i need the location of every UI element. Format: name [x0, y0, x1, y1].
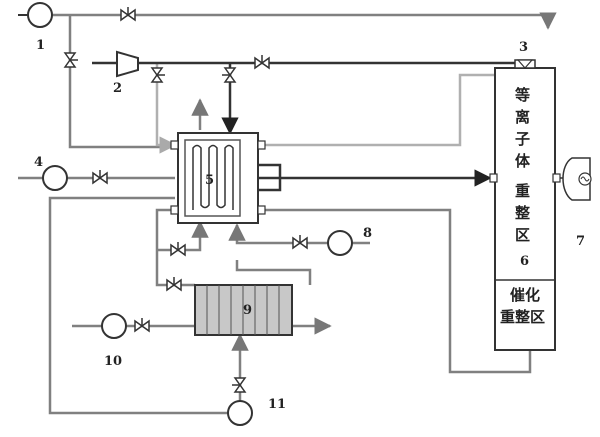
valve-pump4 — [92, 170, 108, 185]
label-5: 5 — [205, 173, 214, 188]
valve-left-vertical — [63, 52, 78, 68]
pipe-hx-inner-out — [240, 163, 282, 192]
valve-pump11 — [232, 377, 247, 393]
valve-compressor-down — [150, 67, 165, 83]
pipe-pump8-feed — [228, 223, 370, 245]
catalytic-zone-line1: 催化 — [510, 286, 540, 304]
pump-10 — [101, 313, 127, 339]
reactor-column-6 — [489, 59, 561, 351]
label-2: 2 — [113, 81, 122, 96]
pipe-hx-to-column-top — [258, 73, 495, 147]
label-4: 4 — [34, 155, 43, 170]
plasma-char: 离 — [515, 108, 530, 126]
valves — [63, 7, 308, 393]
valve-pump10 — [134, 318, 150, 333]
plasma-zone-label: 等 离 子 体 重 整 区 — [515, 86, 531, 244]
pipe-compressor-down — [155, 63, 177, 154]
label-11: 11 — [268, 397, 286, 412]
plasma-char: 子 — [515, 130, 530, 148]
plasma-char: 整 — [515, 204, 530, 222]
label-3: 3 — [519, 40, 528, 55]
label-8: 8 — [363, 226, 372, 241]
pump-8 — [327, 230, 353, 256]
plasma-char: 重 — [515, 182, 530, 200]
valve-top — [120, 7, 136, 22]
pump-1 — [18, 2, 53, 28]
label-7: 7 — [576, 234, 585, 249]
catalytic-zone-line2: 重整区 — [500, 308, 545, 326]
label-10: 10 — [104, 354, 122, 369]
pipe-top-feed — [52, 12, 557, 30]
plasma-char: 区 — [515, 226, 530, 244]
module-9 — [194, 284, 293, 336]
compressor-2 — [116, 50, 139, 78]
valve-module9-inlet — [166, 277, 182, 292]
valve-dark-line — [254, 55, 270, 70]
pipe-pump11-loop — [48, 196, 228, 415]
heat-exchanger-5 — [170, 132, 266, 224]
valve-bypass — [170, 242, 186, 257]
valve-dark-line-vertical — [222, 67, 237, 83]
pump-11 — [227, 400, 253, 426]
power-source-7 — [560, 157, 592, 201]
label-9: 9 — [243, 303, 252, 318]
plasma-char: 体 — [515, 152, 531, 170]
pipe-hx-return — [258, 208, 532, 374]
pump-4 — [42, 165, 68, 191]
pipes-light — [155, 63, 495, 154]
pipe-hx-branch — [235, 260, 312, 285]
valve-pump8 — [292, 235, 308, 250]
label-6: 6 — [520, 254, 529, 269]
label-1: 1 — [36, 38, 45, 53]
plasma-char: 等 — [515, 86, 530, 104]
